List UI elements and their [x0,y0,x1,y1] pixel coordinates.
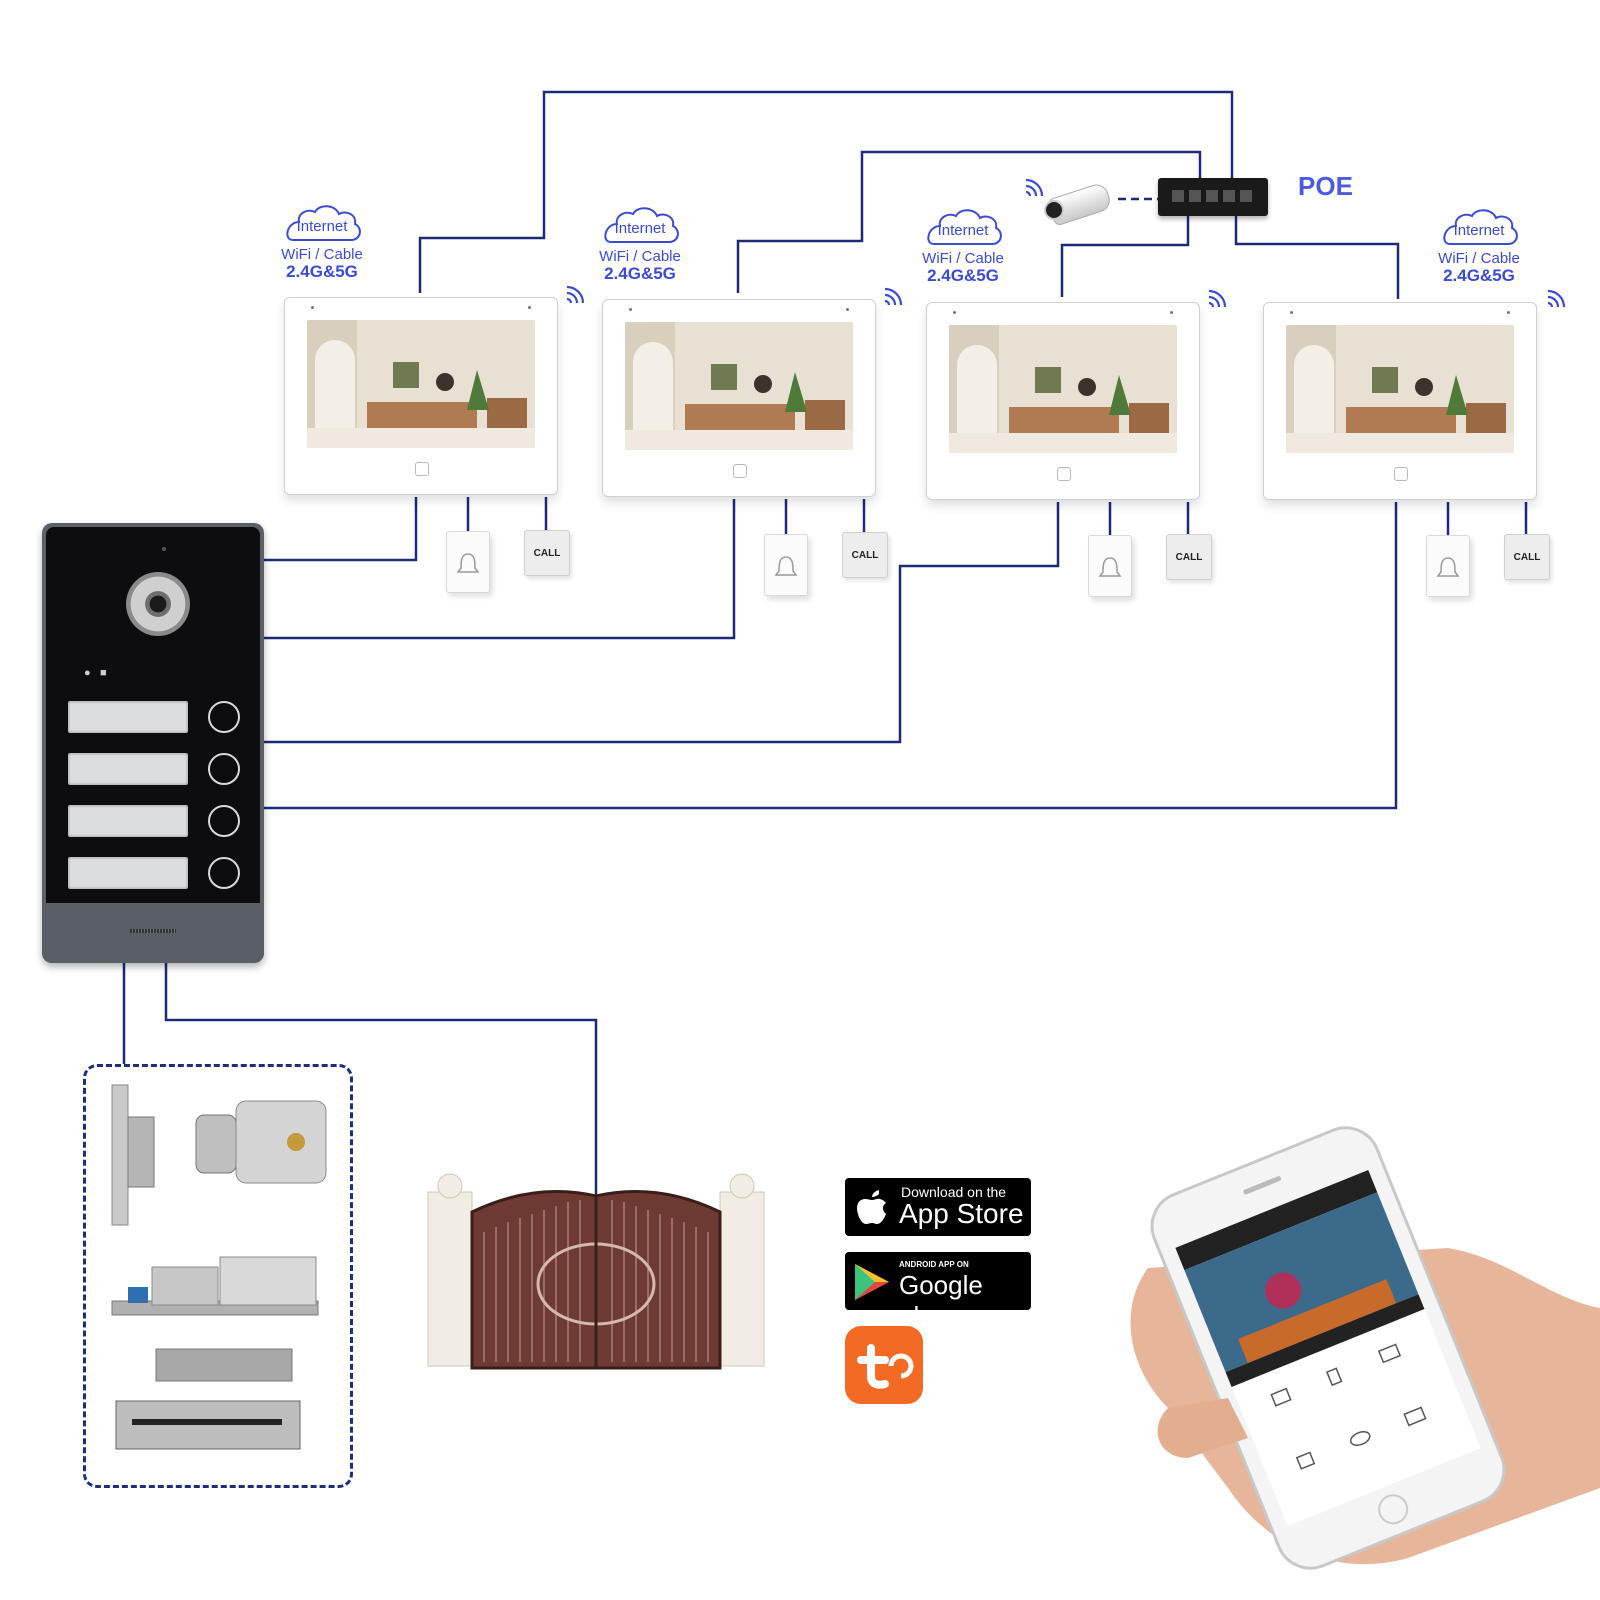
call-button-apartment-1 [208,701,240,733]
name-plate [68,753,188,785]
app-store-badge[interactable]: Download on the App Store [845,1178,1031,1236]
connection-label: WiFi / Cable [599,248,681,265]
wire-door-monitor1 [264,497,418,562]
connection-label: WiFi / Cable [1438,250,1520,267]
call-button-apartment-3 [208,805,240,837]
mic-icon: ● [84,667,91,679]
wire-monitor2-switch [736,150,1202,293]
band-label: 2.4G&5G [286,262,358,281]
call-button-apartment-4 [208,857,240,889]
monitor-screen [1286,325,1514,453]
call-button: CALL [842,532,888,578]
home-button [415,462,429,476]
doorbell-button [1088,535,1132,597]
bell-icon [1098,557,1122,577]
doorbell-button [446,531,490,593]
wifi-icon [884,287,903,306]
call-button-apartment-2 [208,753,240,785]
home-button [1057,467,1071,481]
connection-label: WiFi / Cable [281,246,363,263]
name-plate [68,701,188,733]
wire-door-monitor3 [264,502,1060,744]
camera-lens [126,572,190,636]
ornamental-gate [427,1173,765,1370]
call-button: CALL [1504,534,1550,580]
cloud-icon [286,205,361,241]
home-button [1394,467,1408,481]
bullet-camera [1042,180,1122,227]
connection-label: WiFi / Cable [922,250,1004,267]
cloud-label: Internet [937,222,989,239]
cloud-icon [604,207,679,243]
indoor-monitor-1 [284,297,558,495]
band-label: 2.4G&5G [927,266,999,285]
tuya-app-icon[interactable] [845,1326,923,1404]
wifi-icon [566,285,585,304]
poe-switch [1158,178,1268,216]
band-label: 2.4G&5G [1443,266,1515,285]
doorbell-button [1426,535,1470,597]
wire-monitor4-switch [1234,212,1400,299]
indoor-monitor-2 [602,299,876,497]
call-button: CALL [524,530,570,576]
doorbell-button [764,534,808,596]
google-play-badge[interactable]: ANDROID APP ON Google play [845,1252,1031,1331]
electric-lock-options [83,1064,353,1488]
play-triangle-icon [855,1264,889,1300]
cloud-icon [1443,209,1518,245]
indoor-monitor-3 [926,302,1200,500]
wifi-icon [1547,289,1566,308]
bell-icon [456,553,480,573]
camera-wifi-icon [1025,178,1044,197]
apple-icon [857,1190,886,1224]
name-plate [68,857,188,889]
monitor-screen [625,322,853,450]
smartphone-app-illustration [1130,1126,1600,1570]
google-play-line1: ANDROID APP ON [899,1260,969,1269]
google-play-line2: Google play [899,1270,983,1331]
monitor-screen [307,320,535,448]
wifi-icon [1208,289,1227,308]
app-store-line2: App Store [899,1198,1024,1229]
cloud-icon [927,209,1002,245]
poe-label: POE [1298,171,1353,201]
cloud-label: Internet [614,220,666,237]
bell-icon [774,556,798,576]
name-plate [68,805,188,837]
indoor-monitor-4 [1263,302,1537,500]
lock-illustrations [111,1084,327,1450]
wire-door-gate [164,963,598,1198]
monitor-screen [949,325,1177,453]
app-store-line1: Download on the [901,1184,1007,1200]
tuya-icon [857,1344,914,1389]
wire-monitor3-switch [1060,212,1190,297]
cloud-label: Internet [1453,222,1505,239]
outdoor-door-station: ● ■ [42,523,264,963]
wire-monitor1-switch [418,90,1234,293]
bell-icon [1436,557,1460,577]
band-label: 2.4G&5G [604,264,676,283]
speaker-grill [130,929,176,933]
lock-icon: ■ [100,667,107,679]
wire-door-monitor2 [264,499,736,640]
call-button: CALL [1166,534,1212,580]
cloud-label: Internet [296,218,348,235]
wire-door-monitor4 [264,502,1398,810]
home-button [733,464,747,478]
